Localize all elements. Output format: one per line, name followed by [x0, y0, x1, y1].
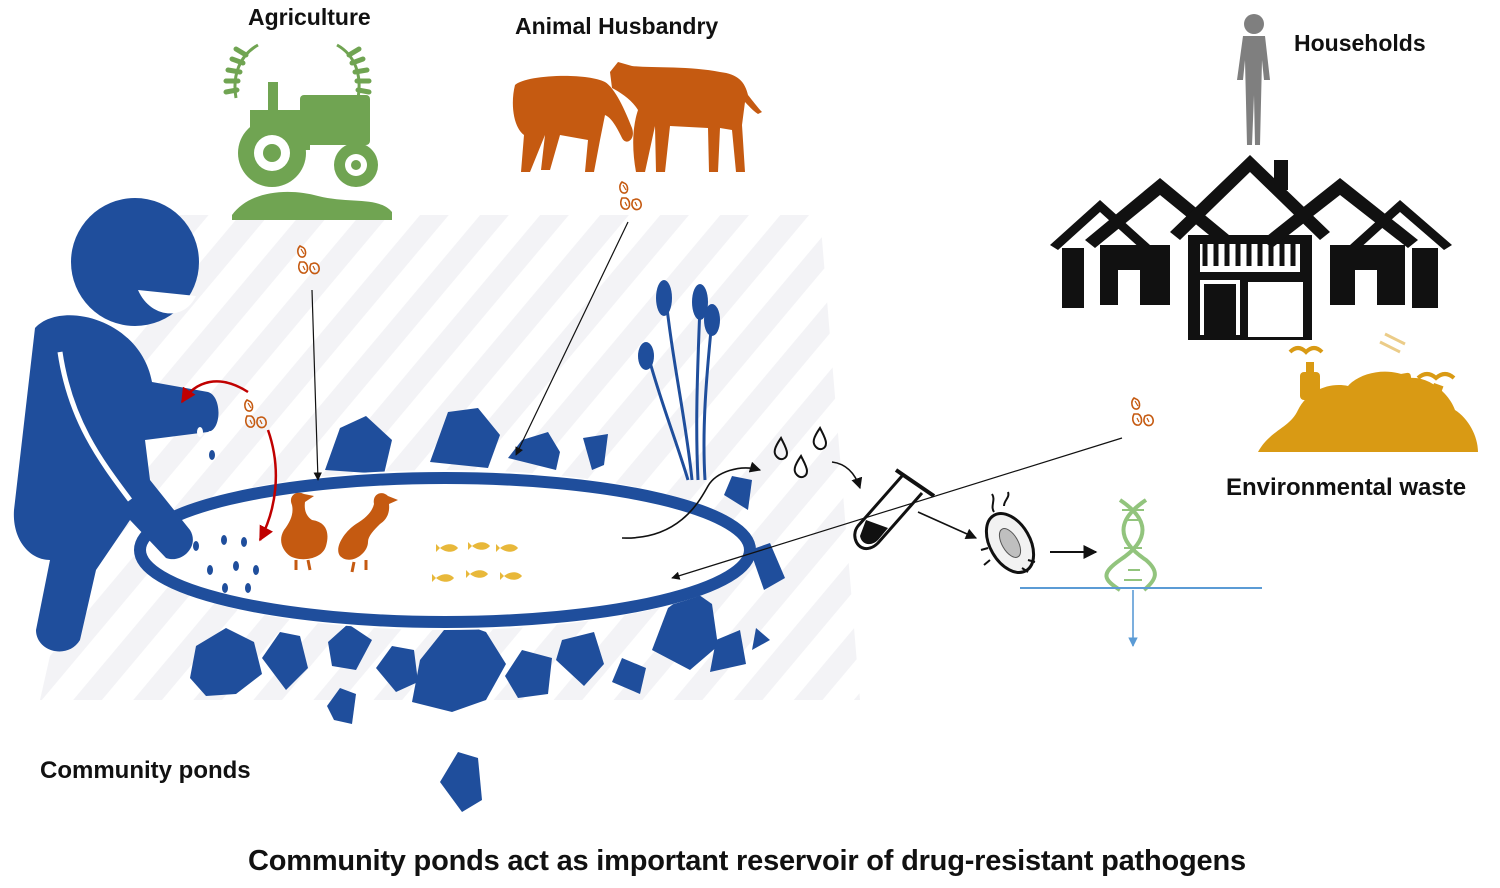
feed-pellets: [193, 450, 259, 593]
pathogen-icon: [980, 491, 1036, 574]
bacteria-icon-animal: [619, 181, 642, 211]
garbage-pile-icon: [1258, 332, 1478, 452]
arrows: [180, 221, 1138, 647]
bacteria-icon-waste: [1131, 397, 1154, 427]
test-tube-icon: [853, 468, 936, 551]
label-environmental-waste: Environmental waste: [1226, 474, 1467, 501]
label-animal-husbandry: Animal Husbandry: [515, 13, 719, 39]
label-community-ponds: Community ponds: [40, 757, 251, 784]
reeds: [638, 280, 720, 481]
duck-icon: [281, 492, 398, 573]
human-figure-icon: [1237, 14, 1270, 145]
label-households: Households: [1294, 30, 1426, 56]
label-agriculture: Agriculture: [248, 4, 371, 30]
houses-icon: [1050, 155, 1452, 340]
water-droplet-icon: [773, 426, 828, 479]
cow-icon: [512, 62, 762, 172]
person-icon: [13, 198, 219, 652]
dna-icon: [1104, 498, 1157, 592]
rocks: [190, 408, 785, 812]
caption: Community ponds act as important reservo…: [248, 845, 1246, 877]
fish-icon: [432, 542, 522, 582]
tractor-icon: [223, 43, 392, 220]
